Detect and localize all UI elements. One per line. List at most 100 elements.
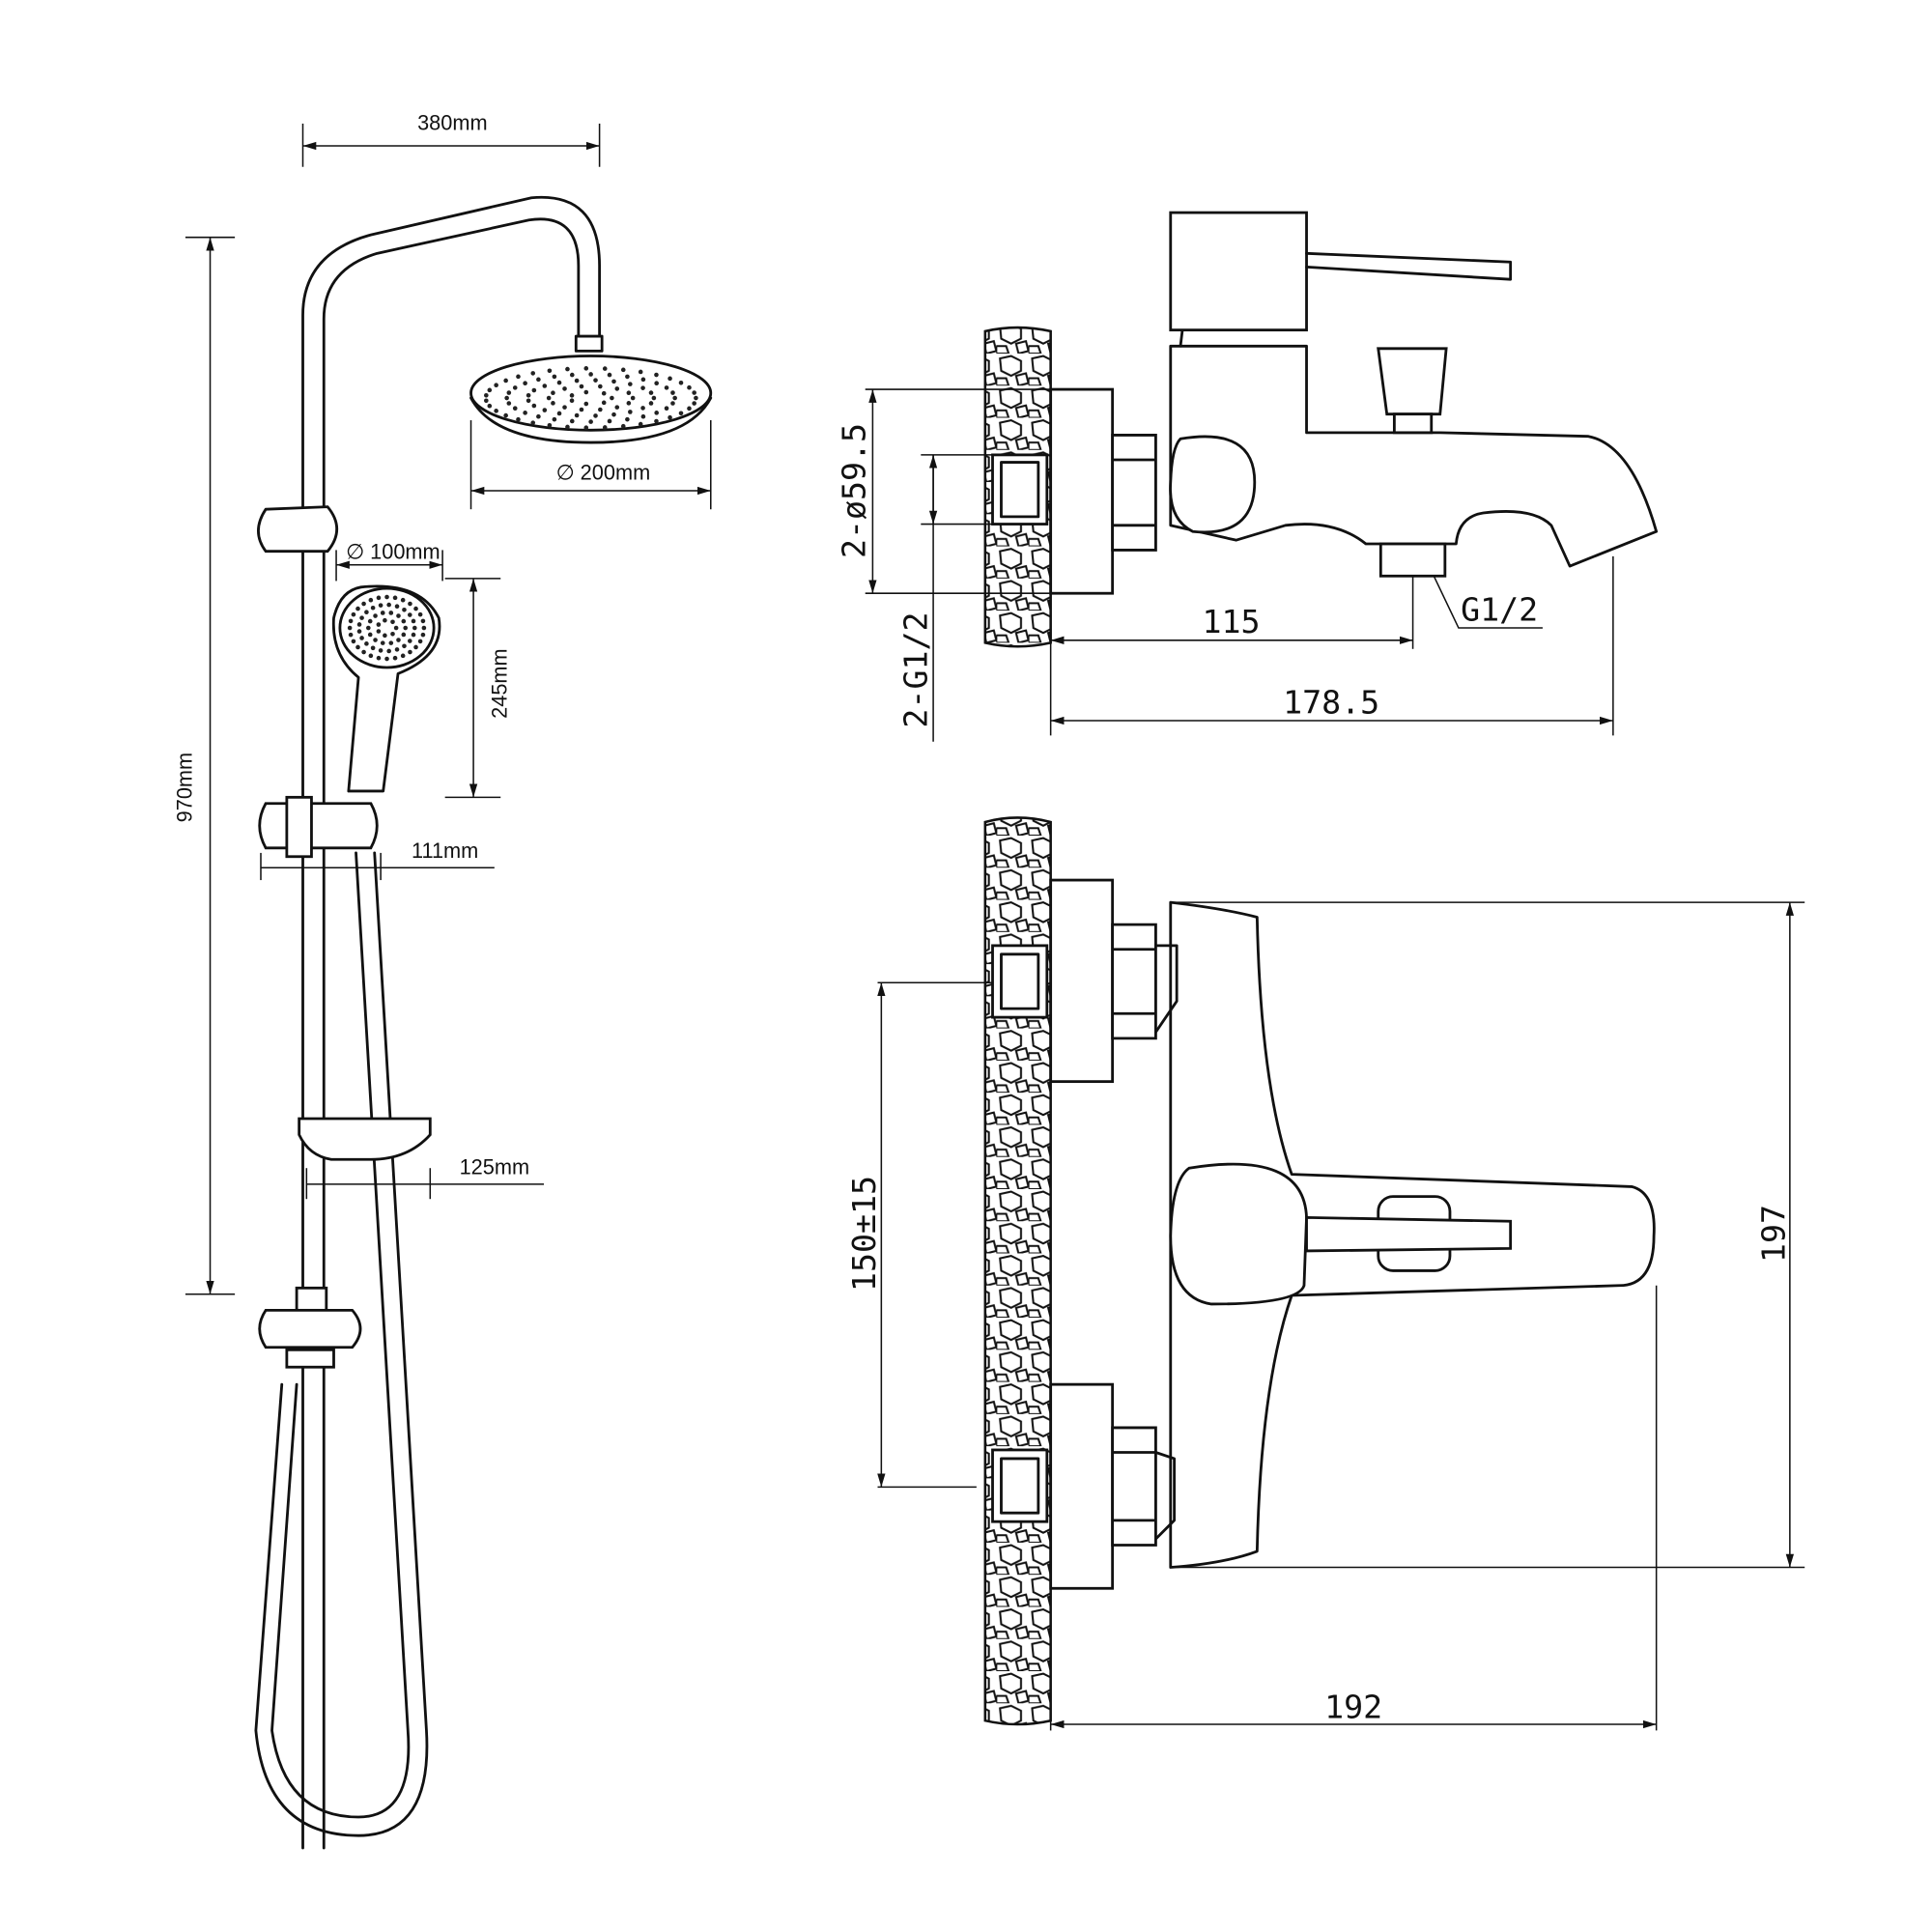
- nozzle-dot: [361, 601, 366, 607]
- nozzle-dot: [487, 403, 493, 409]
- depth-label: 192: [1324, 1689, 1382, 1726]
- nozzle-dot: [359, 615, 364, 620]
- nozzle-dot: [607, 372, 612, 378]
- nozzle-dot: [692, 401, 696, 406]
- faucet-front-view: 150±15 197 192: [845, 816, 1805, 1731]
- shower-dimension-lines: [185, 123, 712, 1295]
- nozzle-dot: [556, 411, 562, 416]
- inlet-thread-label: 2-G1/2: [897, 611, 935, 727]
- nozzle-dot: [579, 407, 584, 412]
- hand-length-label: 245mm: [488, 648, 512, 719]
- flange: [1049, 387, 1115, 595]
- nozzle-dot: [356, 622, 362, 627]
- nozzle-dot: [531, 403, 537, 409]
- nozzle-dot: [601, 390, 607, 396]
- nozzle-dot: [551, 390, 555, 396]
- nozzle-dot: [411, 632, 416, 638]
- nozzle-dot: [611, 412, 616, 417]
- faucet-body: [1169, 344, 1659, 568]
- nozzle-dot: [355, 644, 360, 650]
- nozzle-dot: [668, 414, 672, 420]
- shower-system: 380mm ∅ 200mm ∅ 100mm 245mm 970mm 111mm …: [172, 110, 713, 1850]
- nozzle-dot: [668, 376, 672, 382]
- nozzle-dot: [546, 395, 552, 401]
- nozzle-dot: [610, 395, 614, 401]
- nozzle-dot: [583, 389, 589, 395]
- nozzle-dot: [648, 390, 654, 395]
- nozzle-dot: [392, 595, 398, 601]
- nozzle-dot: [692, 390, 696, 395]
- nozzle-dot: [393, 625, 399, 631]
- nozzle-dot: [583, 401, 589, 407]
- nozzle-dot: [351, 611, 356, 617]
- nozzle-dot: [376, 629, 382, 634]
- nozzle-dot: [351, 639, 356, 644]
- nozzle-dot: [407, 612, 412, 617]
- nozzle-dot: [394, 647, 400, 652]
- faucet-body: [1169, 900, 1656, 1569]
- nozzle-dot: [503, 378, 508, 384]
- nozzle-dot: [630, 395, 636, 401]
- rain-shower-head: [469, 334, 713, 444]
- nozzle-dot: [420, 632, 426, 638]
- nozzle-dot: [593, 413, 598, 418]
- nut: [1111, 434, 1157, 552]
- nozzle-dot: [420, 618, 426, 624]
- diverter-valve: [258, 1286, 362, 1369]
- nozzle-dot: [383, 617, 387, 623]
- nozzle-dot: [542, 408, 548, 412]
- nozzle-dot: [376, 622, 382, 627]
- nozzle-dot: [602, 366, 608, 371]
- outlet-distance-label: 115: [1202, 603, 1260, 640]
- nozzle-dot: [402, 643, 407, 649]
- arm-width-label: 380mm: [417, 110, 488, 134]
- nozzle-dot: [388, 640, 394, 645]
- nozzle-dot: [628, 410, 633, 414]
- nozzle-dot: [654, 372, 659, 378]
- nozzle-dot: [417, 611, 423, 617]
- nozzle-dot: [654, 411, 659, 415]
- nozzle-dot: [504, 395, 509, 401]
- nozzle-dot: [569, 393, 575, 398]
- nozzle-dot: [355, 606, 360, 611]
- nozzle-dot: [367, 618, 373, 624]
- nozzle-dot: [373, 638, 378, 642]
- nozzle-dot: [569, 398, 575, 403]
- height-label: 197: [1755, 1205, 1793, 1263]
- nozzle-dot: [678, 411, 684, 416]
- nozzle-dot: [367, 632, 373, 638]
- nozzle-dot: [530, 371, 536, 376]
- nozzle-dot: [376, 655, 382, 661]
- nozzle-dot: [614, 386, 620, 391]
- nozzle-dot: [386, 602, 391, 608]
- nozzle-dot: [523, 381, 527, 386]
- nozzle-dot: [569, 418, 575, 424]
- nozzle-dot: [392, 655, 398, 661]
- nozzle-dot: [536, 413, 541, 419]
- nozzle-dot: [670, 401, 675, 406]
- nozzle-dot: [356, 629, 362, 634]
- nozzle-dot: [562, 386, 567, 391]
- total-height-label: 970mm: [172, 753, 196, 823]
- nozzle-dot: [640, 413, 646, 419]
- nozzle-dot: [347, 625, 353, 631]
- nozzle-dot: [408, 601, 412, 607]
- nozzle-dot: [694, 395, 698, 401]
- nozzle-dot: [413, 644, 418, 650]
- nozzle-dot: [670, 390, 675, 395]
- nozzle-dot: [421, 625, 427, 631]
- nozzle-dot: [625, 416, 630, 422]
- nozzle-dot: [516, 416, 521, 422]
- spout-length-label: 178.5: [1283, 683, 1379, 721]
- nozzle-dot: [654, 418, 659, 424]
- nozzle-dot: [552, 374, 557, 380]
- nozzle-dot: [378, 603, 384, 608]
- nozzle-dot: [640, 377, 646, 383]
- nozzle-dot: [569, 372, 575, 378]
- nozzle-dot: [593, 378, 598, 383]
- nozzle-dot: [378, 648, 384, 653]
- faucet-side-view: 2-ø59.5 2-G1/2 115 G1/2 178.5: [836, 211, 1659, 742]
- nozzle-dot: [620, 367, 626, 373]
- nozzle-dot: [625, 374, 630, 380]
- nozzle-dot: [523, 411, 527, 415]
